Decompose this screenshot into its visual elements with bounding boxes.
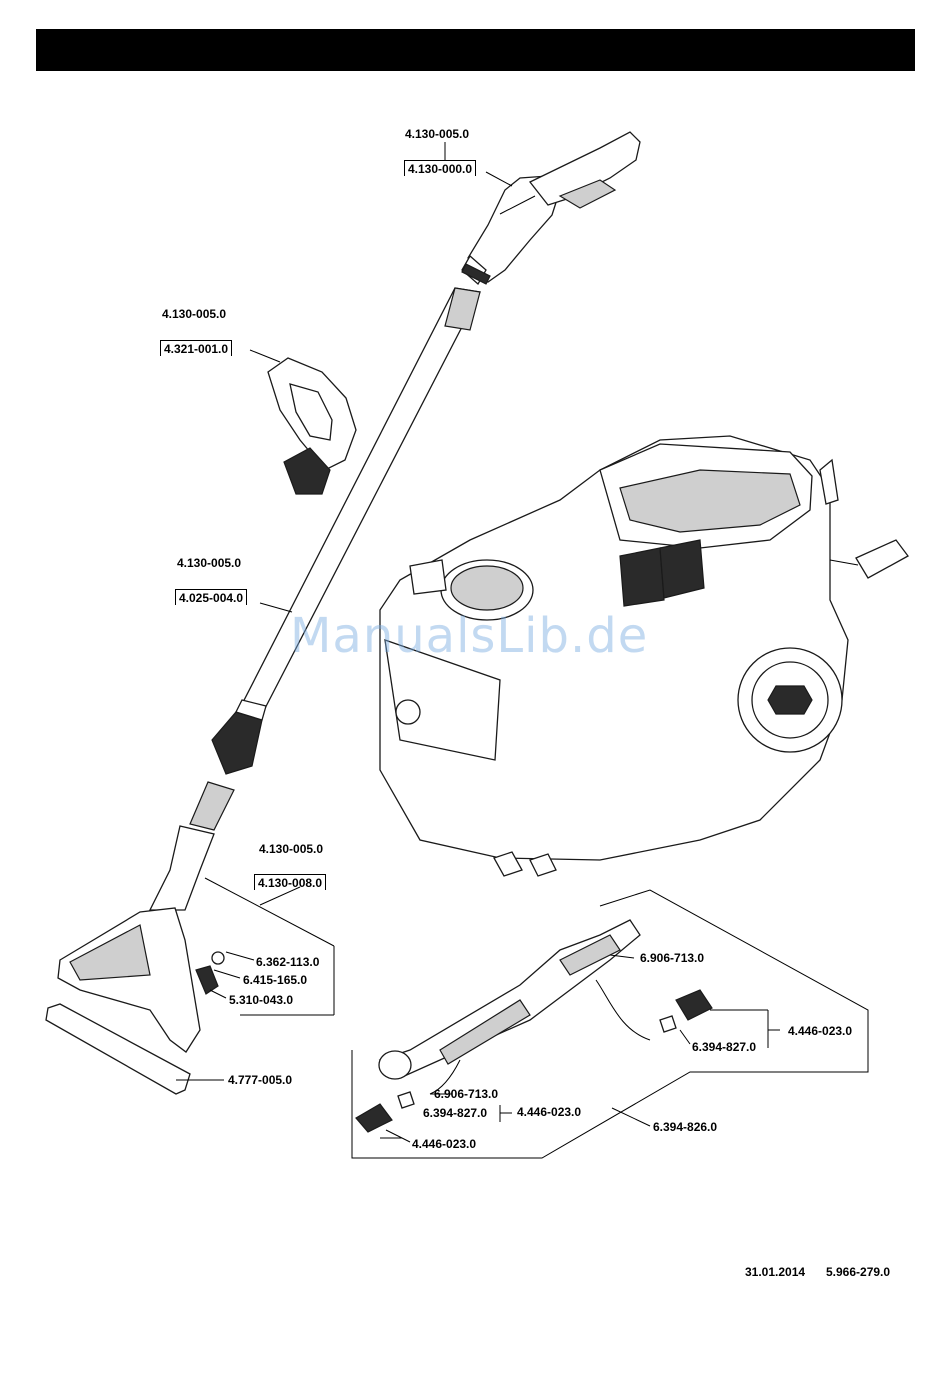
label-tube-part: 4.130-005.0 [177, 556, 241, 570]
label-tube-kit: 4.025-004.0 [175, 589, 247, 605]
label-hose-p5: 6.394-827.0 [423, 1106, 487, 1120]
label-hose-p4: 6.906-713.0 [434, 1087, 498, 1101]
label-handle-top-kit: 4.130-000.0 [404, 160, 476, 176]
spray-handle-drawing [462, 132, 640, 284]
label-handle-top-part: 4.130-005.0 [405, 127, 469, 141]
label-hose-assembly: 6.394-826.0 [653, 1120, 717, 1134]
label-nozzle-p2: 6.415-165.0 [243, 973, 307, 987]
label-nozzle-p1: 6.362-113.0 [256, 955, 319, 969]
label-hose-p6: 4.446-023.0 [517, 1105, 581, 1119]
footer-date: 31.01.2014 [745, 1265, 805, 1279]
label-nozzle-part: 4.130-005.0 [259, 842, 323, 856]
label-hose-p3: 4.446-023.0 [788, 1024, 852, 1038]
label-nozzle-p4: 4.777-005.0 [228, 1073, 292, 1087]
label-nozzle-kit: 4.130-008.0 [254, 874, 326, 890]
label-hose-p7: 4.446-023.0 [412, 1137, 476, 1151]
floor-nozzle-drawing [46, 782, 234, 1094]
label-grip-part: 4.130-005.0 [162, 307, 226, 321]
watermark: ManualsLib.de [290, 608, 648, 664]
grip-drawing [268, 358, 356, 494]
label-nozzle-p3: 5.310-043.0 [229, 993, 293, 1007]
footer-doc-number: 5.966-279.0 [826, 1265, 890, 1279]
label-hose-p1: 6.906-713.0 [640, 951, 704, 965]
label-hose-p2: 6.394-827.0 [692, 1040, 756, 1054]
label-grip-kit: 4.321-001.0 [160, 340, 232, 356]
